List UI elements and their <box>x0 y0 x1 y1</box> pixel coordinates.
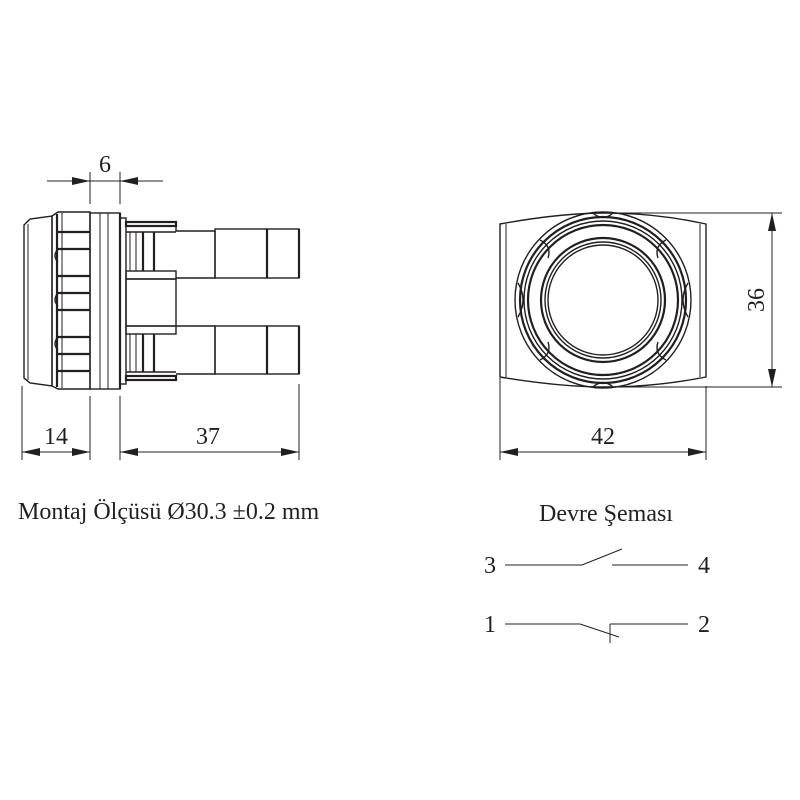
dimension-label-14: 14 <box>44 424 68 450</box>
circuit-diagram: Devre Şeması 3 4 1 2 <box>484 501 710 643</box>
dimension-label-42: 42 <box>591 424 615 450</box>
side-view-bezel <box>89 212 127 390</box>
contact-normally-open: 3 4 <box>484 548 710 579</box>
pin-label-1: 1 <box>484 612 496 638</box>
dimension-front-depth: 14 <box>21 386 91 460</box>
pin-label-4: 4 <box>698 553 710 579</box>
side-view-contact-block-middle <box>125 278 177 327</box>
front-view-lens <box>539 236 667 364</box>
pin-label-3: 3 <box>484 553 496 579</box>
side-view-lens <box>23 215 53 387</box>
dimension-rear-depth: 37 <box>119 384 300 460</box>
side-view-contact-block-lower <box>124 325 301 382</box>
side-view-knurled-ring <box>51 211 91 390</box>
dimension-label-6: 6 <box>99 152 111 178</box>
dimension-width: 42 <box>499 378 707 460</box>
side-view-contact-block-upper <box>124 220 301 280</box>
mounting-size-caption: Montaj Ölçüsü Ø30.3 ±0.2 mm <box>18 499 319 525</box>
front-view: 36 42 <box>499 211 782 460</box>
pin-label-2: 2 <box>698 612 710 638</box>
front-view-housing <box>499 212 707 388</box>
dimension-height: 36 <box>606 212 782 388</box>
dimension-label-36: 36 <box>744 288 770 312</box>
circuit-diagram-title: Devre Şeması <box>539 501 673 527</box>
front-view-knurled-ring <box>514 211 692 389</box>
contact-normally-closed: 1 2 <box>484 612 710 643</box>
dimension-bezel-thickness: 6 <box>47 152 163 204</box>
dimension-label-37: 37 <box>196 424 220 450</box>
side-view: 6 14 37 <box>21 152 301 460</box>
